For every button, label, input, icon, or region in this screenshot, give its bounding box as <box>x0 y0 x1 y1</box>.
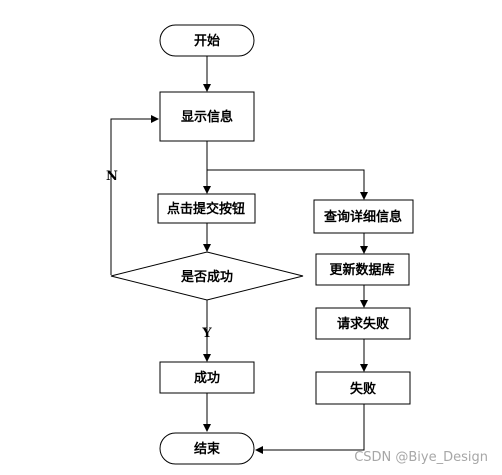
success-label: 成功 <box>194 370 220 386</box>
update-db-node: 更新数据库 <box>315 253 410 286</box>
request-fail-node: 请求失败 <box>315 307 411 340</box>
watermark: CSDN @Biye_Design <box>354 450 488 465</box>
start-node: 开始 <box>159 24 255 57</box>
start-label: 开始 <box>194 33 220 49</box>
edge-show-to-query <box>206 141 368 200</box>
fail-node: 失败 <box>315 371 411 405</box>
end-node: 结束 <box>159 432 255 465</box>
update-db-label: 更新数据库 <box>329 262 394 278</box>
edge-decision-no-loop <box>110 115 159 275</box>
end-label: 结束 <box>194 441 221 457</box>
query-detail-label: 查询详细信息 <box>323 209 402 225</box>
show-info-node: 显示信息 <box>159 91 255 142</box>
click-submit-node: 点击提交按钮 <box>157 193 256 224</box>
click-submit-label: 点击提交按钮 <box>167 201 245 217</box>
query-detail-node: 查询详细信息 <box>313 199 414 234</box>
success-node: 成功 <box>159 361 255 394</box>
connectors <box>110 56 368 454</box>
edge-label-no: N <box>106 169 118 184</box>
edge-fail-to-end <box>255 404 365 454</box>
decision-label: 是否成功 <box>180 269 233 285</box>
fail-label: 失败 <box>350 381 376 397</box>
request-fail-label: 请求失败 <box>337 316 389 332</box>
decision-node: 是否成功 <box>110 251 304 301</box>
edge-label-yes: Y <box>201 326 212 341</box>
show-info-label: 显示信息 <box>181 109 233 125</box>
